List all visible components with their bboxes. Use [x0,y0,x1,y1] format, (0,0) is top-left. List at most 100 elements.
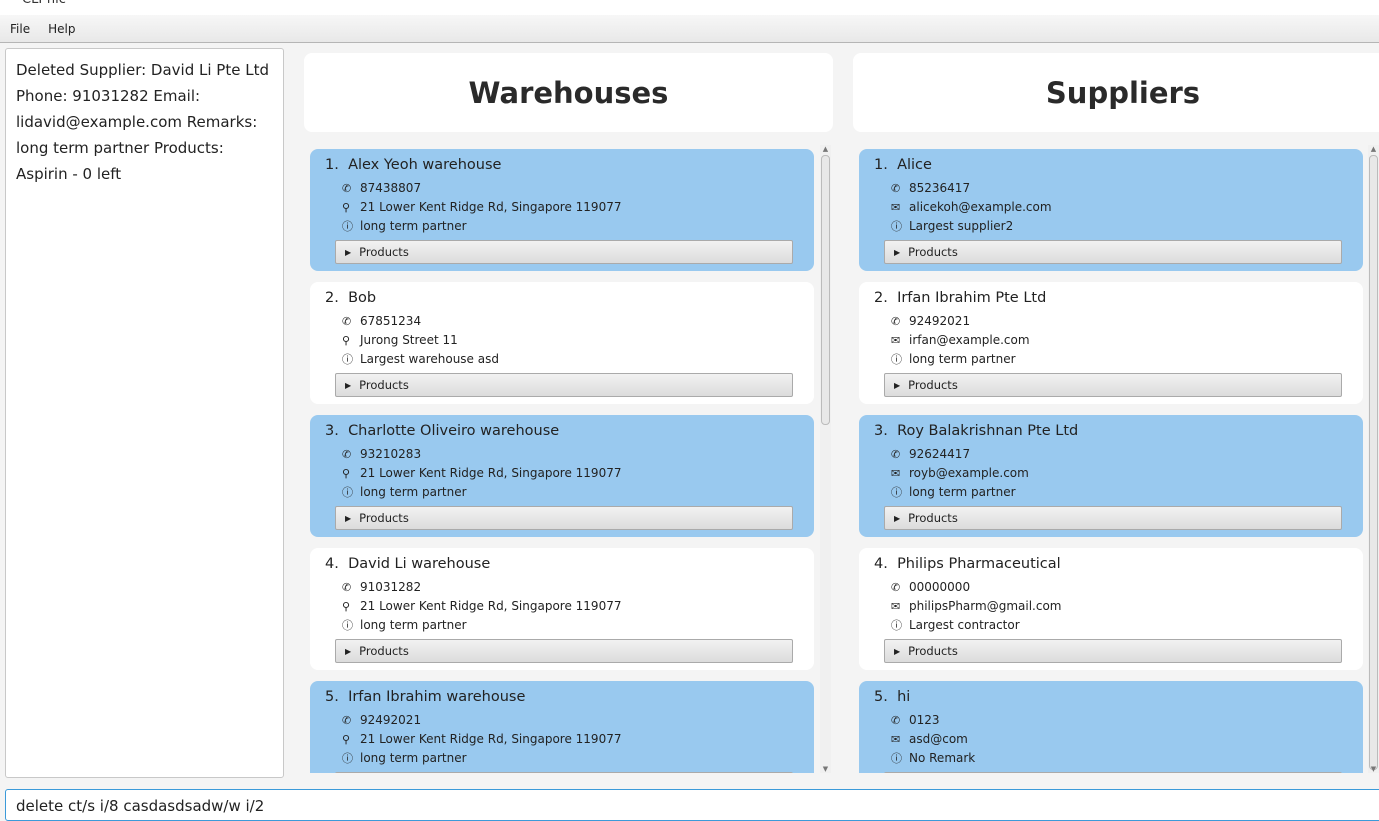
phone-icon: ✆ [891,714,901,727]
supplier-card[interactable]: 2. Irfan Ibrahim Pte Ltd ✆92492021 ✉irfa… [859,282,1363,404]
products-toggle[interactable]: ▶Products [884,373,1342,397]
card-title: David Li warehouse [348,556,491,572]
warehouses-title: Warehouses [304,53,833,132]
remark: No Remark [909,751,976,765]
phone: 87438807 [360,181,422,195]
card-title: Irfan Ibrahim warehouse [348,689,526,705]
email: irfan@example.com [909,333,1030,347]
email-icon: ✉ [891,600,901,613]
email: royb@example.com [909,466,1029,480]
phone: 0123 [909,713,940,727]
supplier-scrollbar[interactable]: ▲▼ [1368,145,1379,773]
warehouse-card[interactable]: 1. Alex Yeoh warehouse ✆87438807 ⚲21 Low… [310,149,814,271]
expand-arrow-icon: ▶ [894,646,901,656]
products-toggle[interactable]: ▶Products [884,772,1342,773]
info-icon: ⓘ [891,619,902,632]
info-icon: ⓘ [342,486,353,499]
window-title: CLI-nic [0,0,1379,15]
card-name: 3. Roy Balakrishnan Pte Ltd [874,421,1348,445]
info-icon: ⓘ [342,353,353,366]
card-index: 1. [325,157,339,173]
supplier-card[interactable]: 1. Alice ✆85236417 ✉alicekoh@example.com… [859,149,1363,271]
card-title: Philips Pharmaceutical [897,556,1061,572]
phone: 85236417 [909,181,971,195]
warehouse-card[interactable]: 5. Irfan Ibrahim warehouse ✆92492021 ⚲21… [310,681,814,773]
products-toggle[interactable]: ▶Products [884,506,1342,530]
phone-icon: ✆ [342,581,352,594]
command-input[interactable]: delete ct/s i/8 casdasdsadw/w i/2 [5,789,1379,821]
products-label: Products [908,378,958,392]
address: 21 Lower Kent Ridge Rd, Singapore 119077 [360,599,622,613]
remark-row: ⓘ No Remark [874,749,1348,768]
info-icon: ⓘ [342,619,353,632]
supplier-card[interactable]: 4. Philips Pharmaceutical ✆ 00000000 ✉phi… [859,548,1363,670]
products-toggle[interactable]: ▶Products [884,240,1342,264]
card-title: Irfan Ibrahim Pte Ltd [897,290,1047,306]
expand-arrow-icon: ▶ [345,380,352,390]
card-name: 1. Alice [874,155,1348,179]
warehouse-card[interactable]: 4. David Li warehouse ✆91031282 ⚲21 Lowe… [310,548,814,670]
email: alicekoh@example.com [909,200,1052,214]
warehouse-card[interactable]: 3. Charlotte Oliveiro warehouse ✆9321028… [310,415,814,537]
products-toggle[interactable]: ▶Products [335,240,793,264]
card-index: 5. [325,689,339,705]
location-icon: ⚲ [342,600,351,613]
card-name: 5. hi [874,687,1348,711]
products-toggle[interactable]: ▶Products [335,373,793,397]
phone-icon: ✆ [891,581,901,594]
products-label: Products [359,511,409,525]
location-icon: ⚲ [342,733,351,746]
expand-arrow-icon: ▶ [345,513,352,523]
products-toggle[interactable]: ▶ Products [884,639,1342,663]
expand-arrow-icon: ▶ [345,247,352,257]
phone-row: ✆ 0123 [874,711,1348,730]
expand-arrow-icon: ▶ [894,247,901,257]
warehouse-scrollbar[interactable]: ▲▼ [820,145,831,773]
supplier-list[interactable]: 1. Alice ✆85236417 ✉alicekoh@example.com… [859,145,1364,773]
email-icon: ✉ [891,467,901,480]
phone: 67851234 [360,314,422,328]
address-row: ⚲Jurong Street 11 [325,331,799,350]
products-toggle[interactable]: ▶Products [335,772,793,773]
menu-file[interactable]: File [10,21,31,36]
info-icon: ⓘ [891,353,902,366]
address: 21 Lower Kent Ridge Rd, Singapore 119077 [360,200,622,214]
phone: 00000000 [909,580,971,594]
result-display: Deleted Supplier: David Li Pte Ltd Phone… [5,48,284,778]
menu-help[interactable]: Help [48,21,76,36]
address-row: ⚲21 Lower Kent Ridge Rd, Singapore 11907… [325,730,799,749]
products-label: Products [908,644,958,658]
phone-row: ✆93210283 [325,445,799,464]
card-name: 4. David Li warehouse [325,554,799,578]
email-row: ✉philipsPharm@gmail.com [874,597,1348,616]
card-name: 5. Irfan Ibrahim warehouse [325,687,799,711]
phone-icon: ✆ [891,315,901,328]
card-name: 4. Philips Pharmaceutical [874,554,1348,578]
email-row: ✉alicekoh@example.com [874,198,1348,217]
phone: 92492021 [360,713,422,727]
remark-row: ⓘ long term partner [325,616,799,635]
supplier-card[interactable]: 5. hi ✆0123 ✉asd@com ⓘNo Remark ▶Product… [859,681,1363,773]
card-name: 2. Bob [325,288,799,312]
card-index: 3. [325,423,339,439]
remark: long term partner [360,618,467,632]
phone: 92624417 [909,447,971,461]
phone-row: ✆85236417 [874,179,1348,198]
location-icon: ⚲ [342,467,351,480]
phone-icon: ✆ [342,448,352,461]
warehouse-list[interactable]: 1. Alex Yeoh warehouse ✆87438807 ⚲21 Low… [310,145,815,773]
address-row: ⚲21 Lower Kent Ridge Rd, Singapore 11907… [325,198,799,217]
email-row: ✉irfan@example.com [874,331,1348,350]
info-icon: ⓘ [891,752,902,765]
remark-row: ⓘ long term partner [325,483,799,502]
remark: Largest warehouse asd [360,352,499,366]
products-toggle[interactable]: ▶ Products [335,506,793,530]
remark: long term partner [360,485,467,499]
remark: Largest contractor [909,618,1020,632]
products-toggle[interactable]: ▶Products [335,639,793,663]
supplier-card[interactable]: 3. Roy Balakrishnan Pte Ltd ✆92624417 ✉r… [859,415,1363,537]
card-index: 2. [874,290,888,306]
